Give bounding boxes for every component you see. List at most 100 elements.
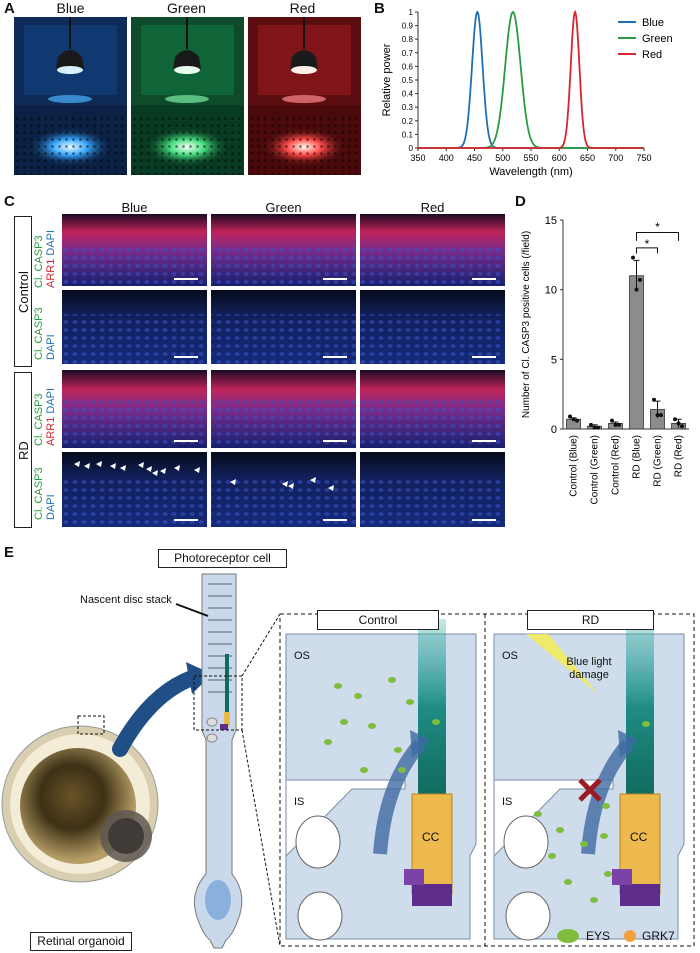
group-box-rd <box>14 372 32 528</box>
disc-stack-label: Nascent disc stack <box>80 594 172 606</box>
data-point <box>652 397 656 402</box>
panel-a-title-red: Red <box>289 0 316 16</box>
grk7-legend-mark <box>624 930 636 942</box>
data-point <box>676 421 681 426</box>
rd-os-label: OS <box>502 650 518 662</box>
panel-e-label: E <box>4 544 15 561</box>
data-point <box>571 417 576 422</box>
panel-a-label: A <box>4 0 15 17</box>
eys-legend-mark <box>557 929 579 943</box>
spectrum-x-tick-label: 600 <box>552 153 567 163</box>
spectrum-series-blue <box>418 10 644 149</box>
damage-label: Blue light damage <box>566 656 612 681</box>
micro-control-casp3-green <box>211 290 356 364</box>
bar-category-label: Control (Blue) <box>569 435 580 497</box>
spectrum-y-tick-label: 0.2 <box>402 117 414 126</box>
spectrum-legend-blue: Blue <box>642 17 664 29</box>
spectrum-x-tick-label: 550 <box>523 153 538 163</box>
rd-title-box: RD <box>527 610 654 630</box>
spectrum-y-tick-label: 0.4 <box>402 90 414 99</box>
rd-is-label: IS <box>502 796 513 808</box>
rd-cc-label: CC <box>630 830 648 844</box>
spectrum-legend-red: Red <box>642 49 662 61</box>
row3-arr1: ARR1 <box>45 416 57 446</box>
spectrum-y-tick-label: 0.9 <box>402 22 414 31</box>
spectrum-y-tick-label: 0.7 <box>402 49 414 58</box>
arrowheads <box>74 461 334 491</box>
photoreceptor-label: Photoreceptor cell <box>174 551 271 565</box>
row2-dapi: DAPI <box>45 334 57 360</box>
spectrum-series-red <box>418 9 644 149</box>
micrograph-grid <box>62 214 505 527</box>
sig-star-blue-red: * <box>655 220 660 234</box>
control-is-label: IS <box>294 796 305 808</box>
control-title-box: Control <box>317 610 439 630</box>
data-point <box>592 425 597 430</box>
row3-stain-label: Cl. CASP3 ARR1 DAPI <box>33 388 57 446</box>
panel-c-col-red: Red <box>420 200 445 215</box>
row1-dapi: DAPI <box>45 229 57 256</box>
data-point <box>617 422 621 427</box>
panel-b-label: B <box>374 0 385 17</box>
spectrum-y-tick-label: 0.1 <box>402 130 414 139</box>
spectrum-x-label: Wavelength (nm) <box>489 166 572 178</box>
bar-y-tick-label: 15 <box>545 215 557 227</box>
sig-star-blue-green: * <box>645 237 650 251</box>
row4-dapi: DAPI <box>45 494 57 520</box>
data-point <box>568 414 572 419</box>
panel-c-label: C <box>4 193 15 210</box>
bar-y-tick-label: 5 <box>551 354 557 366</box>
bar-category-label: Control (Red) <box>611 435 622 495</box>
micro-rd-arr1-red <box>360 370 505 448</box>
micro-control-arr1-green <box>211 214 356 286</box>
spectrum-series-green <box>418 10 644 149</box>
photoreceptor-cell <box>193 573 243 949</box>
data-point <box>589 422 593 427</box>
panel-d-label: D <box>515 193 526 210</box>
micro-rd-arr1-blue <box>62 370 207 448</box>
data-point <box>634 287 639 292</box>
panel-c-col-green: Green <box>265 200 302 215</box>
data-point <box>610 418 614 423</box>
micro-rd-casp3-red <box>360 452 505 527</box>
row3-casp3: Cl. CASP3 <box>33 393 45 446</box>
panel-c-col-blue: Blue <box>121 200 148 215</box>
photo-red-chamber <box>248 17 361 175</box>
row1-casp3: Cl. CASP3 <box>33 235 45 288</box>
micro-control-casp3-red <box>360 290 505 364</box>
row1-stain-label: Cl. CASP3 ARR1 DAPI <box>33 230 57 288</box>
spectrum-y-tick-label: 1 <box>409 8 414 17</box>
photoreceptor-label-box: Photoreceptor cell <box>158 549 287 568</box>
spectrum-y-label: Relative power <box>381 43 393 116</box>
spectrum-x-tick-label: 750 <box>636 153 651 163</box>
row2-stain-label: Cl. CASP3 DAPI <box>33 307 57 360</box>
micro-control-arr1-blue <box>62 214 207 286</box>
panel-a-title-blue: Blue <box>56 0 85 16</box>
sig-bracket-blue-red <box>636 232 679 241</box>
micro-control-casp3-blue <box>62 290 207 364</box>
legend-grk7-label: GRK7 <box>642 929 675 943</box>
schematic-panel-e <box>1 573 695 949</box>
scale-bars <box>174 278 496 521</box>
row3-dapi: DAPI <box>45 387 57 414</box>
data-point <box>673 417 677 422</box>
spectrum-y-tick-label: 0.3 <box>402 103 414 112</box>
data-point <box>596 425 600 430</box>
rd-detail <box>493 619 685 941</box>
control-title: Control <box>358 613 398 627</box>
data-point <box>575 418 579 423</box>
spectrum-y-tick-label: 0.8 <box>402 35 414 44</box>
data-point <box>655 413 660 418</box>
row2-casp3: Cl. CASP3 <box>33 307 45 360</box>
spectrum-x-tick-label: 350 <box>410 153 425 163</box>
photo-blue-chamber <box>14 17 127 175</box>
row4-stain-label: Cl. CASP3 DAPI <box>33 467 57 520</box>
data-point <box>613 422 618 427</box>
spectrum-y-tick-label: 0.6 <box>402 62 414 71</box>
panel-a-title-green: Green <box>167 0 206 16</box>
sig-bracket-blue-green <box>636 247 658 254</box>
spectrum-legend-green: Green <box>642 33 673 45</box>
micro-rd-arr1-green <box>211 370 356 448</box>
